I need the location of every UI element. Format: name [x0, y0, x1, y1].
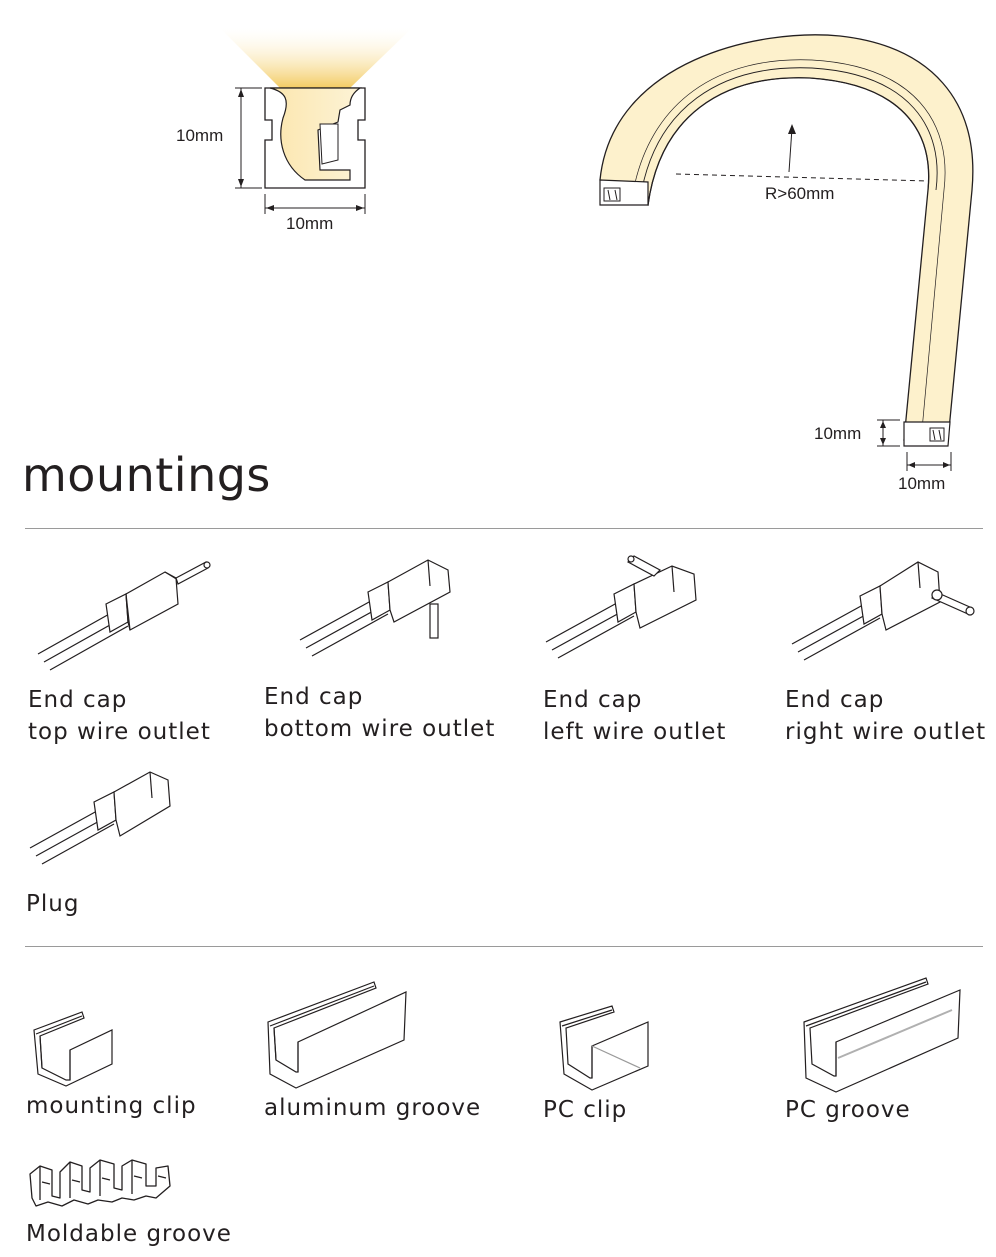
pc-groove-icon [803, 977, 961, 1093]
moldable-groove-icon [29, 1159, 171, 1207]
plug-icon [29, 771, 171, 865]
end-cap-top-wire-icon [37, 561, 211, 671]
light-beam [220, 28, 412, 88]
end-cap-top-line1: End cap [28, 687, 128, 713]
end-cap-left-label: End cap left wire outlet [543, 684, 726, 748]
bend-radius-drawing [599, 34, 974, 471]
cross-section-drawing [220, 28, 412, 214]
end-cap-bottom-label: End cap bottom wire outlet [264, 681, 495, 745]
pc-clip-label: PC clip [543, 1097, 628, 1123]
end-cap-top-label: End cap top wire outlet [28, 684, 211, 748]
mounting-clip-label: mounting clip [26, 1093, 197, 1119]
pc-clip-icon [559, 1005, 649, 1091]
divider-top [25, 528, 983, 529]
divider-bottom [25, 946, 983, 947]
end-cap-left-wire-icon [545, 555, 697, 659]
end-cap-bottom-line1: End cap [264, 684, 364, 710]
bend-width-label: 10mm [898, 474, 946, 493]
end-cap-bottom-wire-icon [299, 559, 451, 657]
mounting-clip-icon [33, 1011, 113, 1087]
bend-height-label: 10mm [814, 424, 862, 443]
section-title: mountings [22, 448, 271, 502]
end-cap-left-line2: left wire outlet [543, 719, 727, 745]
end-cap-left-line1: End cap [543, 687, 643, 713]
end-cap-right-line2: right wire outlet [785, 719, 987, 745]
pc-groove-label: PC groove [785, 1097, 911, 1123]
cross-section-height-label: 10mm [176, 126, 224, 145]
end-cap-right-wire-icon [791, 561, 975, 661]
end-cap-top-line2: top wire outlet [28, 719, 211, 745]
bend-radius-label: R>60mm [765, 184, 835, 203]
end-cap-right-line1: End cap [785, 687, 885, 713]
aluminum-groove-icon [267, 981, 407, 1089]
end-cap-right-label: End cap right wire outlet [785, 684, 986, 748]
aluminum-groove-label: aluminum groove [264, 1095, 482, 1121]
diffuser [269, 87, 362, 181]
cross-section-width-label: 10mm [286, 214, 334, 233]
plug-label: Plug [26, 891, 80, 917]
moldable-groove-label: Moldable groove [26, 1221, 232, 1247]
end-cap-bottom-line2: bottom wire outlet [264, 716, 496, 742]
bent-strip-body [599, 34, 974, 441]
